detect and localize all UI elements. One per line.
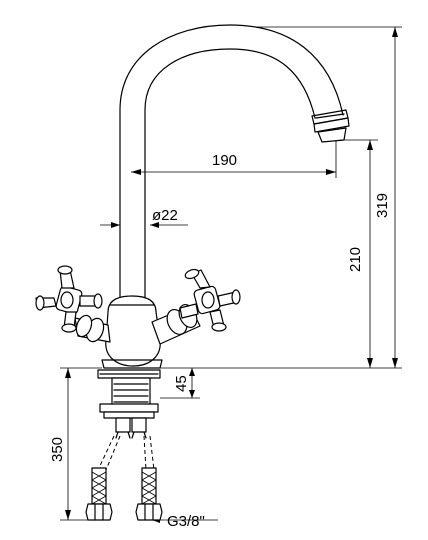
flexible-hoses [85, 435, 163, 521]
right-handle [151, 268, 241, 345]
spout-reach-label: 190 [212, 152, 237, 169]
thread-size-label: G3/8" [167, 513, 205, 530]
faucet-spout [119, 24, 350, 299]
total-height-label: 319 [374, 193, 391, 218]
mounting-shank [97, 369, 161, 439]
hose-length-label: 350 [49, 437, 66, 462]
spout-height-label: 210 [347, 247, 364, 272]
body-diameter-label: ø22 [152, 207, 178, 224]
dimension-lines [60, 26, 402, 523]
dimension-labels: 190 ø22 210 319 45 350 G3/8" [49, 152, 391, 530]
left-handle [35, 265, 111, 343]
shank-length-label: 45 [173, 375, 190, 392]
faucet-base [101, 295, 163, 369]
